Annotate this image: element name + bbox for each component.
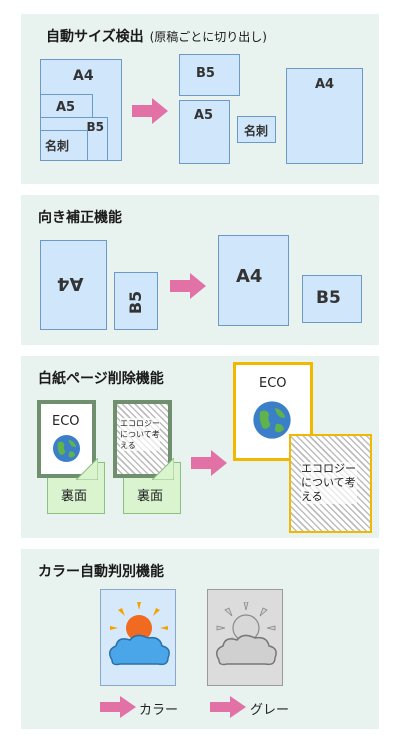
sun-cloud-gray-icon xyxy=(216,602,277,666)
panel-auto-color-detection: カラー自動判別機能 xyxy=(21,549,379,729)
panel-orientation-correction: 向き補正機能 A4 B5 A4 B5 xyxy=(21,195,379,345)
arrow-right-icon xyxy=(191,450,227,476)
page-curl-icon xyxy=(76,458,98,480)
result-page-eco: ECO xyxy=(233,362,313,461)
page-front-memo: エコロジーについて考える xyxy=(113,400,172,478)
globe-icon xyxy=(253,401,291,439)
page-curl-icon xyxy=(152,458,174,480)
result-page-memo: エコロジーについて考える xyxy=(289,434,372,533)
panel-subtitle: (原稿ごとに切り出し) xyxy=(149,30,267,44)
color-page xyxy=(100,589,176,686)
panel-title: 自動サイズ検出(原稿ごとに切り出し) xyxy=(46,29,267,45)
sun-cloud-color-icon xyxy=(109,602,170,666)
page-b5-corrected: B5 xyxy=(302,275,362,323)
globe-icon xyxy=(52,434,81,463)
panel-title: 白紙ページ削除機能 xyxy=(38,371,164,387)
panel-title: 向き補正機能 xyxy=(38,210,122,226)
page-b5-rotated: B5 xyxy=(114,272,158,330)
arrow-right-icon xyxy=(170,273,206,299)
color-label: カラー xyxy=(139,703,179,718)
panel-blank-page-removal: 白紙ページ削除機能 裏面 ECO 裏面 エコロジーについて考える ECO エコロ… xyxy=(21,356,379,538)
page-business-card: 名刺 xyxy=(40,130,88,161)
page-a4-upside-down: A4 xyxy=(40,240,107,330)
panel-title: カラー自動判別機能 xyxy=(38,564,164,580)
arrow-right-icon xyxy=(132,98,168,124)
page-a4-output: A4 xyxy=(286,68,363,164)
page-a4-corrected: A4 xyxy=(218,235,289,326)
gray-label: グレー xyxy=(250,703,290,718)
page-a5-output: A5 xyxy=(179,100,230,164)
panel-auto-size-detection: 自動サイズ検出(原稿ごとに切り出し) A4 A5 B5 名刺 B5 A5 名刺 … xyxy=(21,14,379,184)
arrow-right-icon xyxy=(100,696,136,718)
page-business-card-output: 名刺 xyxy=(237,116,276,143)
page-b5-output: B5 xyxy=(179,54,240,96)
arrow-right-icon xyxy=(210,696,246,718)
page-front-eco: ECO xyxy=(37,400,96,478)
gray-page xyxy=(207,589,283,686)
